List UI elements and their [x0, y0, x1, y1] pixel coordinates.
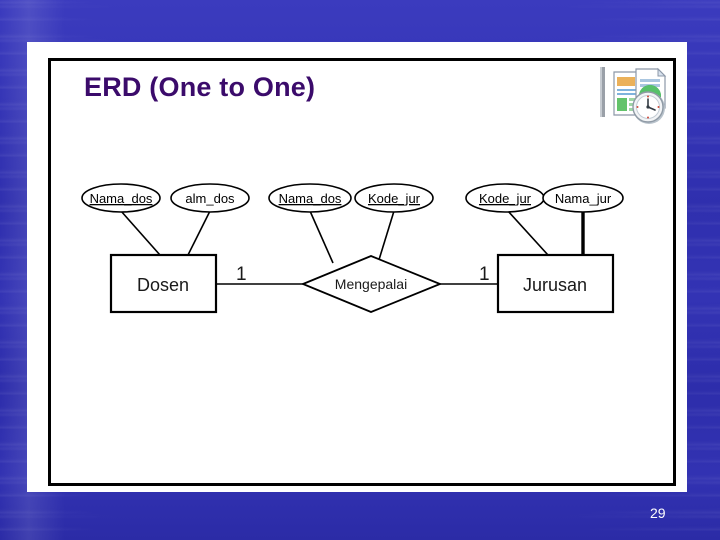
- attribute-kode-jur-pk: Kode_jur: [465, 183, 545, 213]
- attribute-label: Nama_jur: [555, 191, 612, 206]
- er-diagram: Nama_dos alm_dos Nama_dos Kode_jur Kode_…: [48, 58, 676, 491]
- entity-label: Dosen: [137, 275, 189, 295]
- attribute-nama-jur: Nama_jur: [542, 183, 624, 213]
- page-title: ERD (One to One): [84, 72, 316, 102]
- cardinality-label-right: 1: [479, 264, 490, 285]
- relationship-mengepalai: Mengepalai: [300, 255, 443, 313]
- attribute-nama-dos-pk: Nama_dos: [81, 183, 161, 213]
- documents-clock-clipart: [598, 63, 674, 129]
- attribute-kode-jur-fk: Kode_jur: [354, 183, 434, 213]
- attribute-alm-dos: alm_dos: [170, 183, 250, 213]
- connector-nama-dos-pk: [120, 210, 161, 256]
- entity-jurusan: Jurusan: [496, 253, 615, 314]
- attribute-label: Nama_dos: [90, 191, 153, 206]
- page-number: 29: [650, 505, 666, 521]
- attribute-label: Kode_jur: [479, 191, 532, 206]
- attribute-nama-dos-fk: Nama_dos: [268, 183, 352, 213]
- relationship-label: Mengepalai: [335, 276, 407, 292]
- cardinality-label-left: 1: [236, 264, 247, 285]
- entity-label: Jurusan: [523, 275, 587, 295]
- attribute-label: Kode_jur: [368, 191, 421, 206]
- attribute-label: Nama_dos: [279, 191, 342, 206]
- entity-dosen: Dosen: [109, 253, 218, 314]
- attribute-label: alm_dos: [185, 191, 235, 206]
